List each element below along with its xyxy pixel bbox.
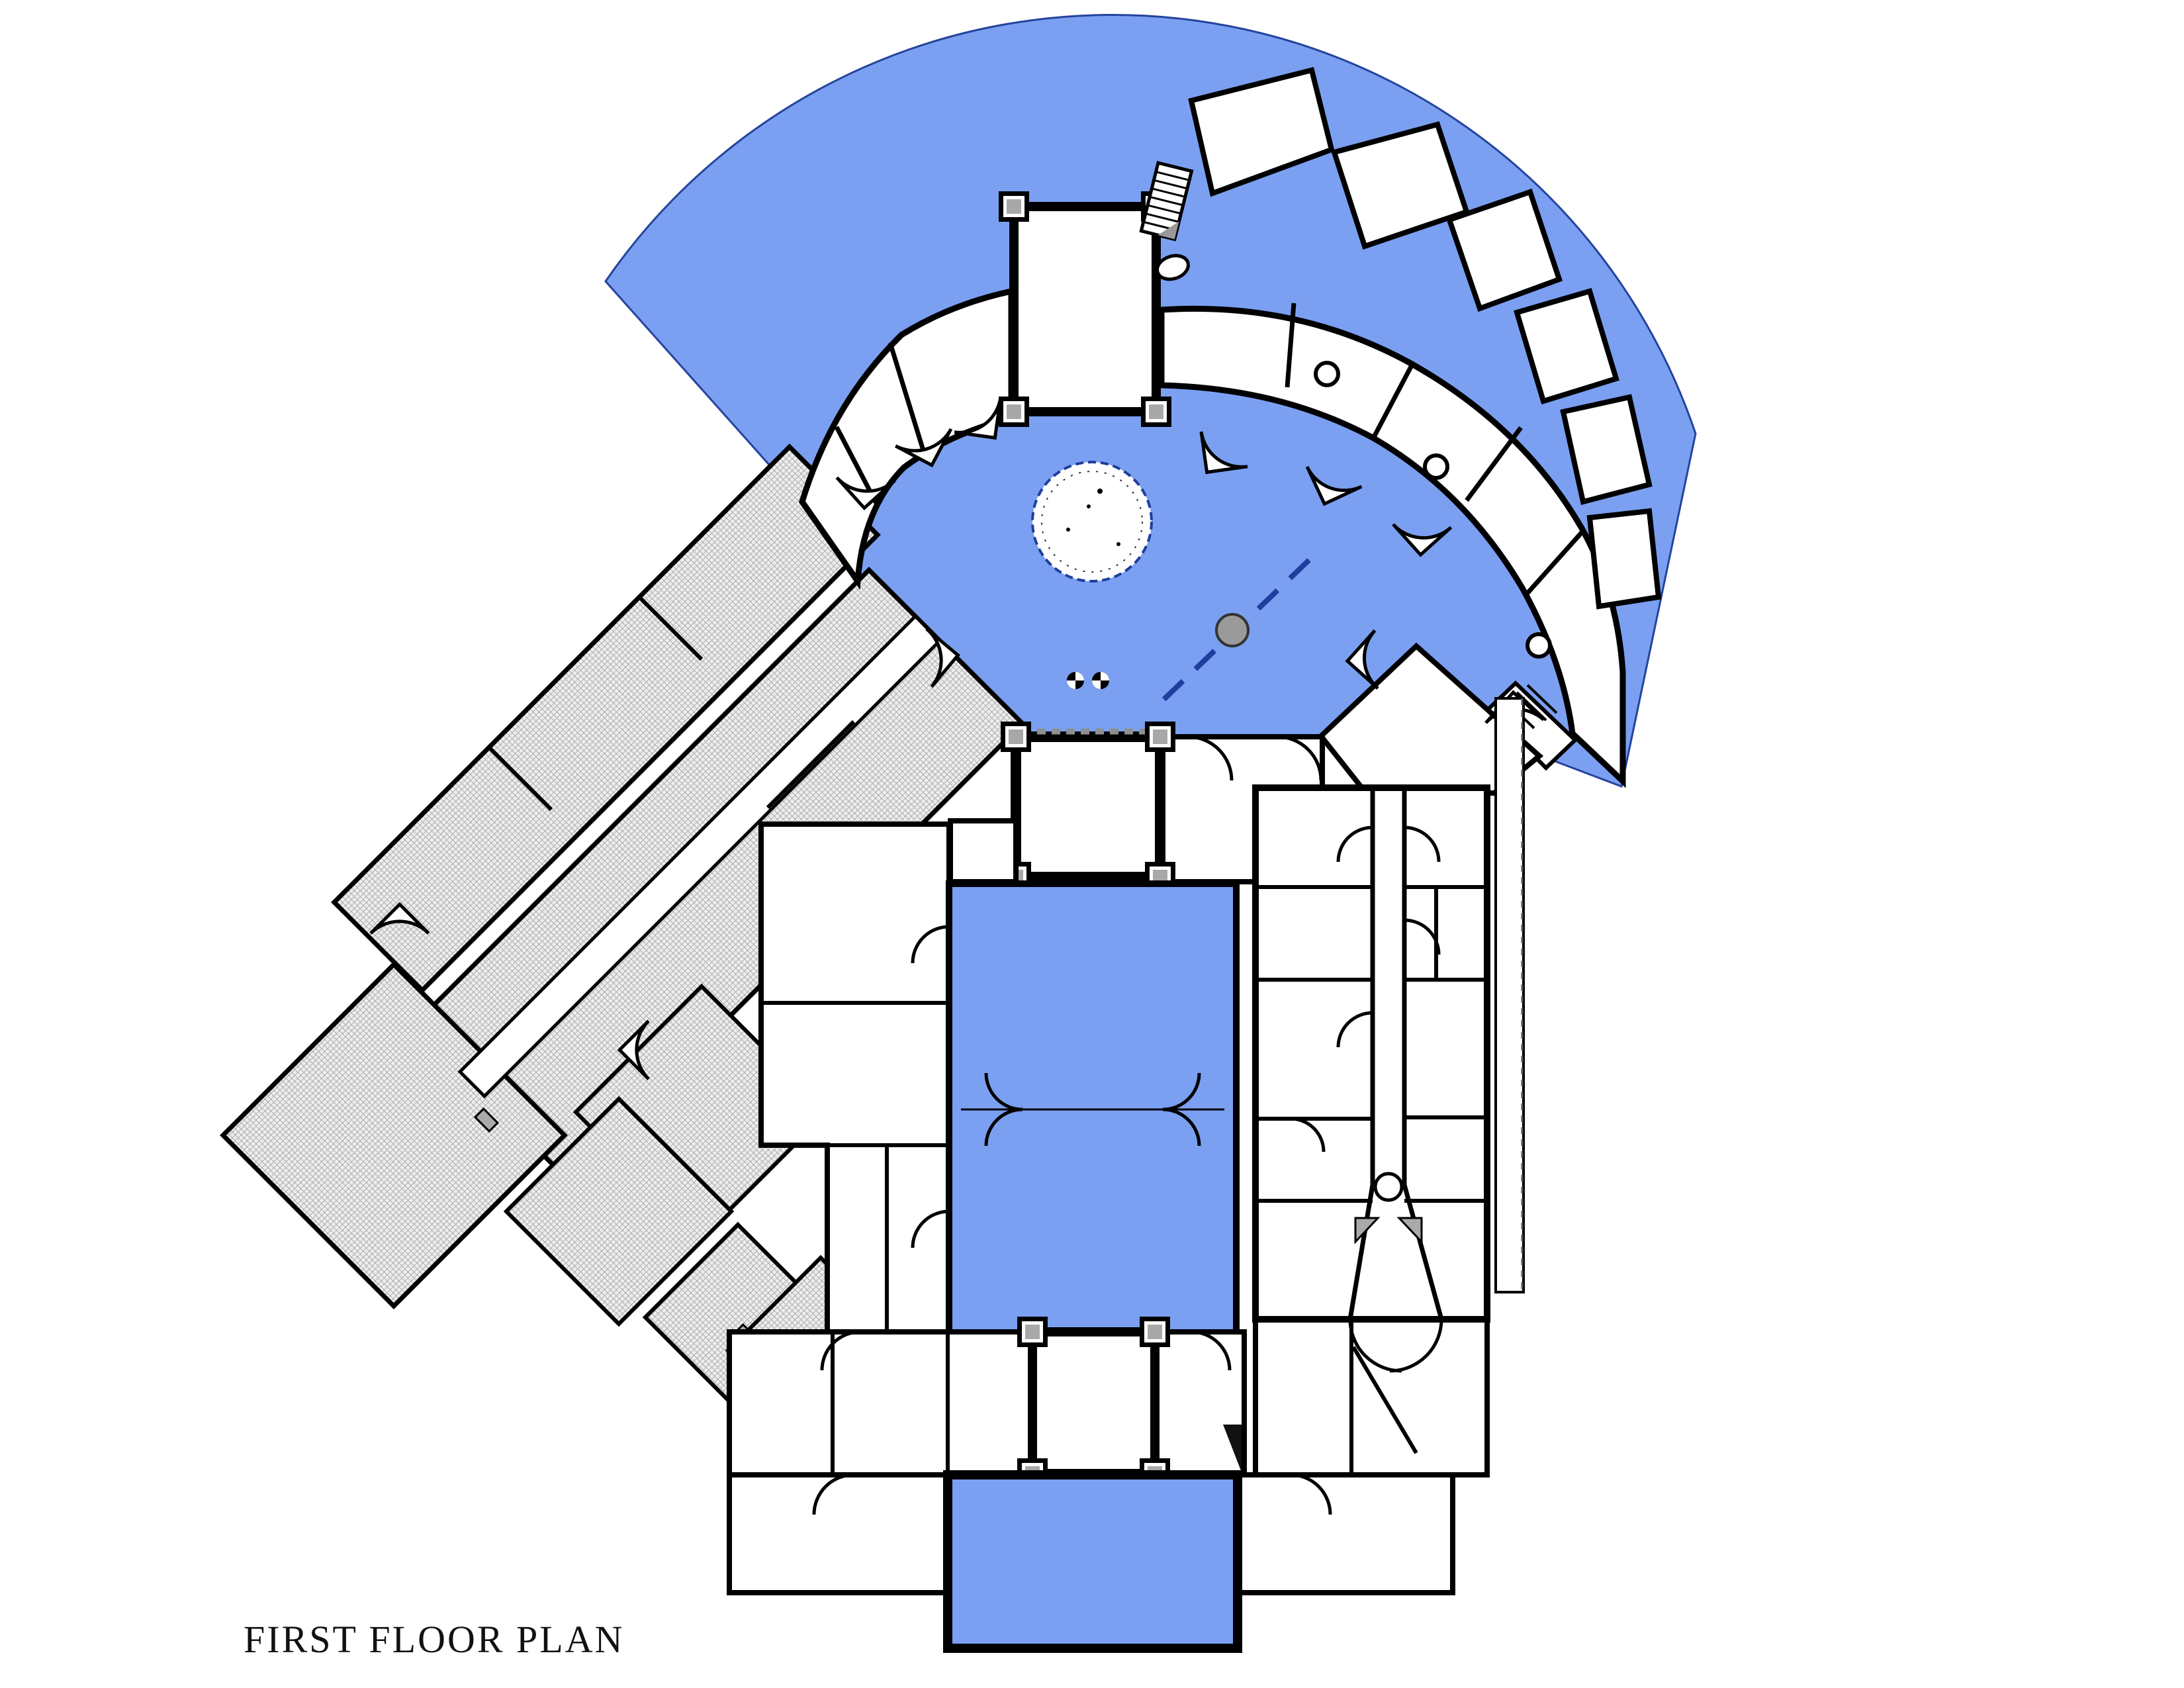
- hatch-diamond-room-2: [503, 1096, 735, 1327]
- right-wing: [1252, 697, 1525, 1373]
- rooms-right-of-strip: [1253, 1317, 1490, 1477]
- survey-point-icon: [1092, 672, 1109, 689]
- right-wing-room-walls: [1255, 885, 1487, 1203]
- door-swing-icon: [911, 925, 950, 964]
- right-wing-entrance: [1347, 1172, 1444, 1373]
- arc-corridor-columns: [1314, 361, 1552, 659]
- round-column-icon: [1423, 453, 1449, 480]
- bottom-strip-walls: [831, 1332, 950, 1475]
- rotated-room: [1514, 288, 1619, 405]
- right-wing-door-swings: [1290, 825, 1441, 1152]
- gym-partition-door-swings: [984, 1072, 1201, 1147]
- round-column-icon: [1525, 632, 1552, 659]
- arc-rotated-rooms: [1188, 67, 1662, 610]
- column-icon: [1140, 1317, 1170, 1347]
- site-marker-icon: [1215, 613, 1250, 647]
- door-swing-icon: [1290, 1473, 1332, 1515]
- column-icon: [999, 191, 1029, 222]
- hatch-wing-cross-walls: [487, 595, 856, 812]
- column-icon: [1145, 722, 1175, 752]
- top-hall-room: [1009, 202, 1161, 416]
- right-wing-outer-strip: [1494, 697, 1525, 1293]
- column-icon: [1141, 397, 1171, 427]
- tree-inner-fringe: [1041, 471, 1143, 573]
- rotated-room: [1586, 508, 1662, 610]
- door-swing-icon: [820, 1330, 861, 1371]
- round-column-icon: [1373, 1172, 1404, 1202]
- upper-vestibule: [1011, 731, 1165, 882]
- column-icon: [1017, 1317, 1048, 1347]
- fixture-ellipse: [1156, 254, 1190, 281]
- door-swing-icon: [1191, 1330, 1232, 1371]
- courtyard-symbols: [1031, 461, 1311, 702]
- door-swing-icon: [1389, 1319, 1443, 1373]
- rotated-room: [1188, 67, 1335, 197]
- rooms-left-of-gym: [758, 821, 952, 1335]
- hatch-diamond-large: [220, 961, 568, 1309]
- bottom-blue-hall: [943, 1470, 1242, 1653]
- tree-specks: [1066, 489, 1120, 546]
- hatch-door-marker-1: [473, 1107, 500, 1133]
- arc-classroom-complex: [799, 67, 1662, 796]
- survey-point-icon: [1067, 672, 1084, 689]
- flank-room-left: [727, 1472, 950, 1595]
- rooms-left-of-gym-walls: [761, 1001, 949, 1332]
- door-swing-icon: [812, 1473, 854, 1515]
- door-swing-icon: [911, 1209, 950, 1248]
- lower-vestibule: [1028, 1327, 1160, 1478]
- column-icon: [1001, 722, 1031, 752]
- arc-corridor-cross-walls: [1285, 303, 1585, 595]
- page-title: FIRST FLOOR PLAN: [244, 1618, 625, 1661]
- door-swing-icon: [1277, 735, 1323, 781]
- door-swing-icon: [1187, 735, 1234, 781]
- stair-wedge-glyph: [1223, 1425, 1242, 1472]
- flank-room-right: [1235, 1472, 1455, 1595]
- tree-icon: [1031, 461, 1153, 583]
- small-room-left-of-vestibule: [948, 818, 1019, 884]
- rotated-room: [1445, 188, 1563, 312]
- column-icon: [999, 397, 1029, 427]
- rotated-room: [1560, 394, 1653, 505]
- bottom-strip-rooms: [727, 1329, 1247, 1477]
- central-block: [727, 722, 1490, 1653]
- round-column-icon: [1314, 361, 1340, 387]
- stair-icon: [1139, 160, 1194, 242]
- angled-wall: [1351, 1346, 1418, 1454]
